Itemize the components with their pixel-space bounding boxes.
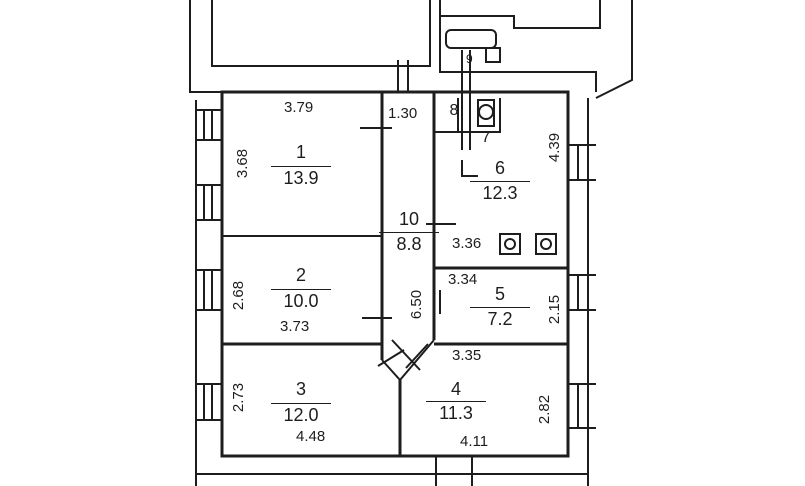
- dim-room2-width: 3.73: [280, 318, 310, 335]
- bathtub-icon: [445, 29, 497, 49]
- room-1-number: 1: [295, 142, 306, 162]
- room-6-number: 6: [494, 158, 505, 178]
- room-5-number: 5: [494, 284, 505, 304]
- dim-room6-width: 3.36: [452, 235, 482, 252]
- entrance: [435, 456, 473, 486]
- room-3-area: 12.0: [271, 403, 331, 424]
- room-5-area: 7.2: [470, 307, 530, 328]
- window-room1-lower: [196, 184, 222, 221]
- window-room1-upper: [196, 109, 222, 141]
- sink-drain-icon: [540, 238, 552, 250]
- room-8-number: 8: [449, 102, 459, 119]
- room-2-number: 2: [295, 265, 306, 285]
- room-2-area: 10.0: [271, 289, 331, 310]
- dim-room4-width: 4.11: [460, 433, 489, 450]
- window-room3: [196, 383, 222, 421]
- dim-room2-height: 2.68: [230, 280, 248, 311]
- windows: [196, 109, 596, 429]
- room-7-wall: [434, 98, 501, 133]
- upper-right-edge: [595, 0, 633, 99]
- dim-corridor-length: 6.50: [408, 289, 426, 320]
- room-3-number: 3: [295, 379, 306, 399]
- dim-room5-width: 3.34: [448, 271, 478, 288]
- riser-lines: [397, 60, 409, 92]
- window-room6: [568, 144, 596, 181]
- room-7-number: 7: [481, 129, 491, 146]
- toilet-frame-icon: [477, 99, 495, 127]
- dim-room4-top: 3.35: [452, 347, 482, 364]
- dim-room3-height: 2.73: [230, 382, 248, 413]
- stove-burner-icon: [504, 238, 516, 250]
- room-4-area: 11.3: [426, 401, 486, 422]
- toilet-icon: [485, 47, 501, 63]
- stove-icon: [499, 233, 521, 255]
- upper-left-room-outline: [211, 0, 431, 67]
- dim-room3-width: 4.48: [296, 428, 326, 445]
- dim-room1-width: 3.79: [284, 99, 314, 116]
- dim-room5-height: 2.15: [546, 294, 564, 325]
- dim-room1-height: 3.68: [234, 148, 252, 179]
- dim-corridor-top: 1.30: [388, 105, 418, 122]
- upper-right-wall: [439, 0, 597, 92]
- window-room2: [196, 269, 222, 311]
- room-9-number: 9: [466, 52, 473, 66]
- dim-room6-height: 4.39: [546, 132, 564, 163]
- room-10-area: 8.8: [379, 232, 439, 253]
- pipe-lines: [461, 50, 471, 150]
- room-1-area: 13.9: [271, 166, 331, 187]
- window-room4: [568, 383, 596, 429]
- corridor-door-swing: [381, 339, 435, 382]
- room-6-fixture: [461, 160, 478, 177]
- room-4-number: 4: [450, 379, 461, 399]
- dim-room4-height: 2.82: [536, 394, 554, 425]
- bath-area-outline: [440, 0, 601, 29]
- upper-left-wall: [189, 0, 222, 93]
- window-room5: [568, 274, 596, 311]
- door-cross-marks: [377, 339, 429, 371]
- room-10-number: 10: [398, 209, 420, 229]
- room-6-area: 12.3: [470, 181, 530, 202]
- sink-icon: [535, 233, 557, 255]
